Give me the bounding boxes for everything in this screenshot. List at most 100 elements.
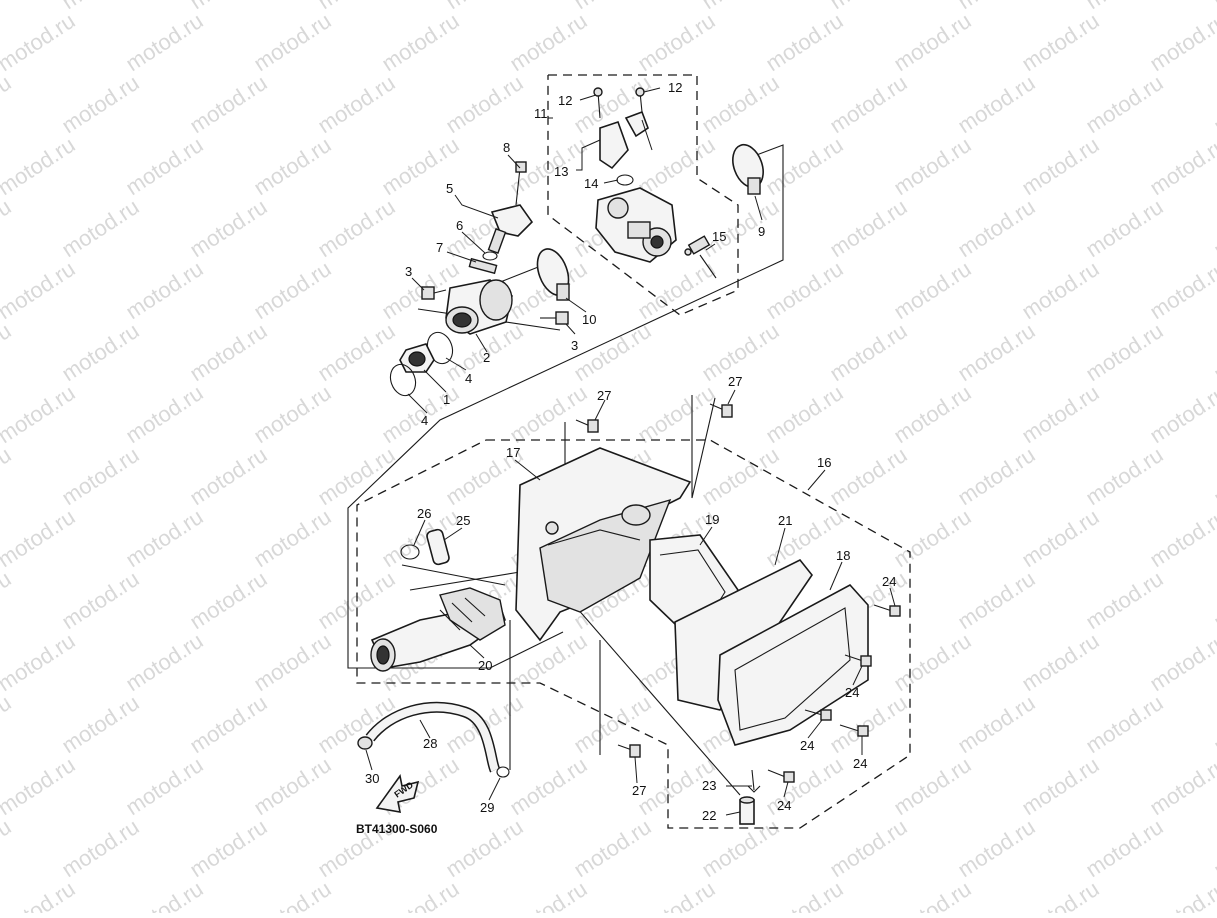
watermark-text: motod.ru: [1081, 70, 1167, 138]
line-27b: [691, 395, 716, 499]
watermark-text: motod.ru: [0, 690, 16, 758]
watermark-text: motod.ru: [953, 0, 1039, 14]
watermark-text: motod.ru: [761, 256, 847, 324]
watermark-text: motod.ru: [953, 814, 1039, 882]
callout-21: 21: [778, 513, 792, 528]
watermark-text: motod.ru: [185, 318, 271, 386]
watermark-text: motod.ru: [185, 70, 271, 138]
watermark-text: motod.ru: [249, 8, 335, 76]
watermark-text: motod.ru: [889, 256, 975, 324]
bolt-3a: [421, 286, 447, 300]
watermark-text: motod.ru: [825, 318, 911, 386]
air-cleaner-parts: FWD: [357, 403, 901, 825]
callout-leaders: [365, 87, 896, 816]
watermark-text: motod.ru: [1209, 442, 1217, 510]
callout-23: 23: [702, 778, 716, 793]
watermark-text: motod.ru: [121, 504, 207, 572]
watermark-text: motod.ru: [1209, 566, 1217, 634]
watermark-text: motod.ru: [0, 194, 16, 262]
watermark-text: motod.ru: [825, 194, 911, 262]
watermark-text: motod.ru: [1017, 876, 1103, 913]
callout-1: 1: [443, 392, 450, 407]
watermark-text: motod.ru: [1209, 194, 1217, 262]
callout-4b: 4: [421, 413, 428, 428]
watermark-text: motod.ru: [1145, 256, 1217, 324]
watermark-text: motod.ru: [441, 814, 527, 882]
watermark-text: motod.ru: [633, 132, 719, 200]
watermark-text: motod.ru: [1081, 442, 1167, 510]
watermark-text: motod.ru: [313, 318, 399, 386]
watermark-text: motod.ru: [761, 876, 847, 913]
o-ring-6: [482, 251, 498, 261]
watermark-text: motod.ru: [633, 876, 719, 913]
clamp-9: [732, 143, 764, 195]
callout-3a: 3: [405, 264, 412, 279]
watermark-text: motod.ru: [249, 132, 335, 200]
watermark-text: motod.ru: [761, 132, 847, 200]
watermark-text: motod.ru: [249, 256, 335, 324]
watermark-text: motod.ru: [889, 752, 975, 820]
watermark-text: motod.ru: [57, 70, 143, 138]
callout-8: 8: [503, 140, 510, 155]
screw-24e: [767, 769, 795, 783]
throttle-body-parts: [389, 87, 764, 397]
clamp-29: [496, 766, 510, 778]
callout-14: 14: [584, 176, 598, 191]
watermark-text: motod.ru: [0, 442, 16, 510]
callout-25: 25: [456, 513, 470, 528]
watermark-text: motod.ru: [825, 690, 911, 758]
watermark-text: motod.ru: [0, 318, 16, 386]
watermark-text: motod.ru: [505, 628, 591, 696]
watermark-text: motod.ru: [1145, 876, 1217, 913]
watermark-text: motod.ru: [1017, 752, 1103, 820]
outline-throttle-body-group: [547, 74, 739, 316]
watermark-text: motod.ru: [1017, 256, 1103, 324]
watermark-text: motod.ru: [889, 380, 975, 448]
watermark-text: motod.ru: [761, 504, 847, 572]
watermark-text: motod.ru: [185, 690, 271, 758]
watermark-text: motod.ru: [953, 318, 1039, 386]
watermark-text: motod.ru: [889, 504, 975, 572]
callout-27b: 27: [728, 374, 742, 389]
callout-24e: 24: [777, 798, 791, 813]
callout-7: 7: [436, 240, 443, 255]
watermark-text: motod.ru: [185, 814, 271, 882]
screw-24b: [844, 654, 872, 667]
watermark-text: motod.ru: [0, 0, 16, 14]
bolt-3b: [540, 311, 569, 325]
watermark-text: motod.ru: [121, 256, 207, 324]
callout-5: 5: [446, 181, 453, 196]
watermark-text: motod.ru: [377, 8, 463, 76]
watermark-text: motod.ru: [1081, 566, 1167, 634]
screws-15: [684, 235, 717, 279]
watermark-text: motod.ru: [889, 876, 975, 913]
watermark-text: motod.ru: [697, 70, 783, 138]
sensor-13: [599, 120, 629, 170]
watermark-text: motod.ru: [1017, 628, 1103, 696]
watermark-text: motod.ru: [569, 318, 655, 386]
watermark-text: motod.ru: [825, 70, 911, 138]
watermark-text: motod.ru: [761, 8, 847, 76]
callout-24c: 24: [800, 738, 814, 753]
watermark-text: motod.ru: [953, 690, 1039, 758]
watermark-text: motod.ru: [0, 132, 80, 200]
drain-23: [747, 769, 761, 793]
callout-12b: 12: [668, 80, 682, 95]
watermark-text: motod.ru: [441, 0, 527, 14]
watermark-text: motod.ru: [185, 442, 271, 510]
watermark-text: motod.ru: [953, 194, 1039, 262]
watermark-text: motod.ru: [313, 566, 399, 634]
watermark-text: motod.ru: [121, 628, 207, 696]
callout-29: 29: [480, 800, 494, 815]
screw-27a: [575, 419, 599, 433]
hose-25: [426, 528, 450, 566]
watermark-text: motod.ru: [185, 194, 271, 262]
watermark-text: motod.ru: [1145, 504, 1217, 572]
callout-24b: 24: [845, 685, 859, 700]
watermark-text: motod.ru: [57, 442, 143, 510]
watermark-text: motod.ru: [1017, 132, 1103, 200]
watermark-text: motod.ru: [633, 256, 719, 324]
watermark-text: motod.ru: [121, 132, 207, 200]
